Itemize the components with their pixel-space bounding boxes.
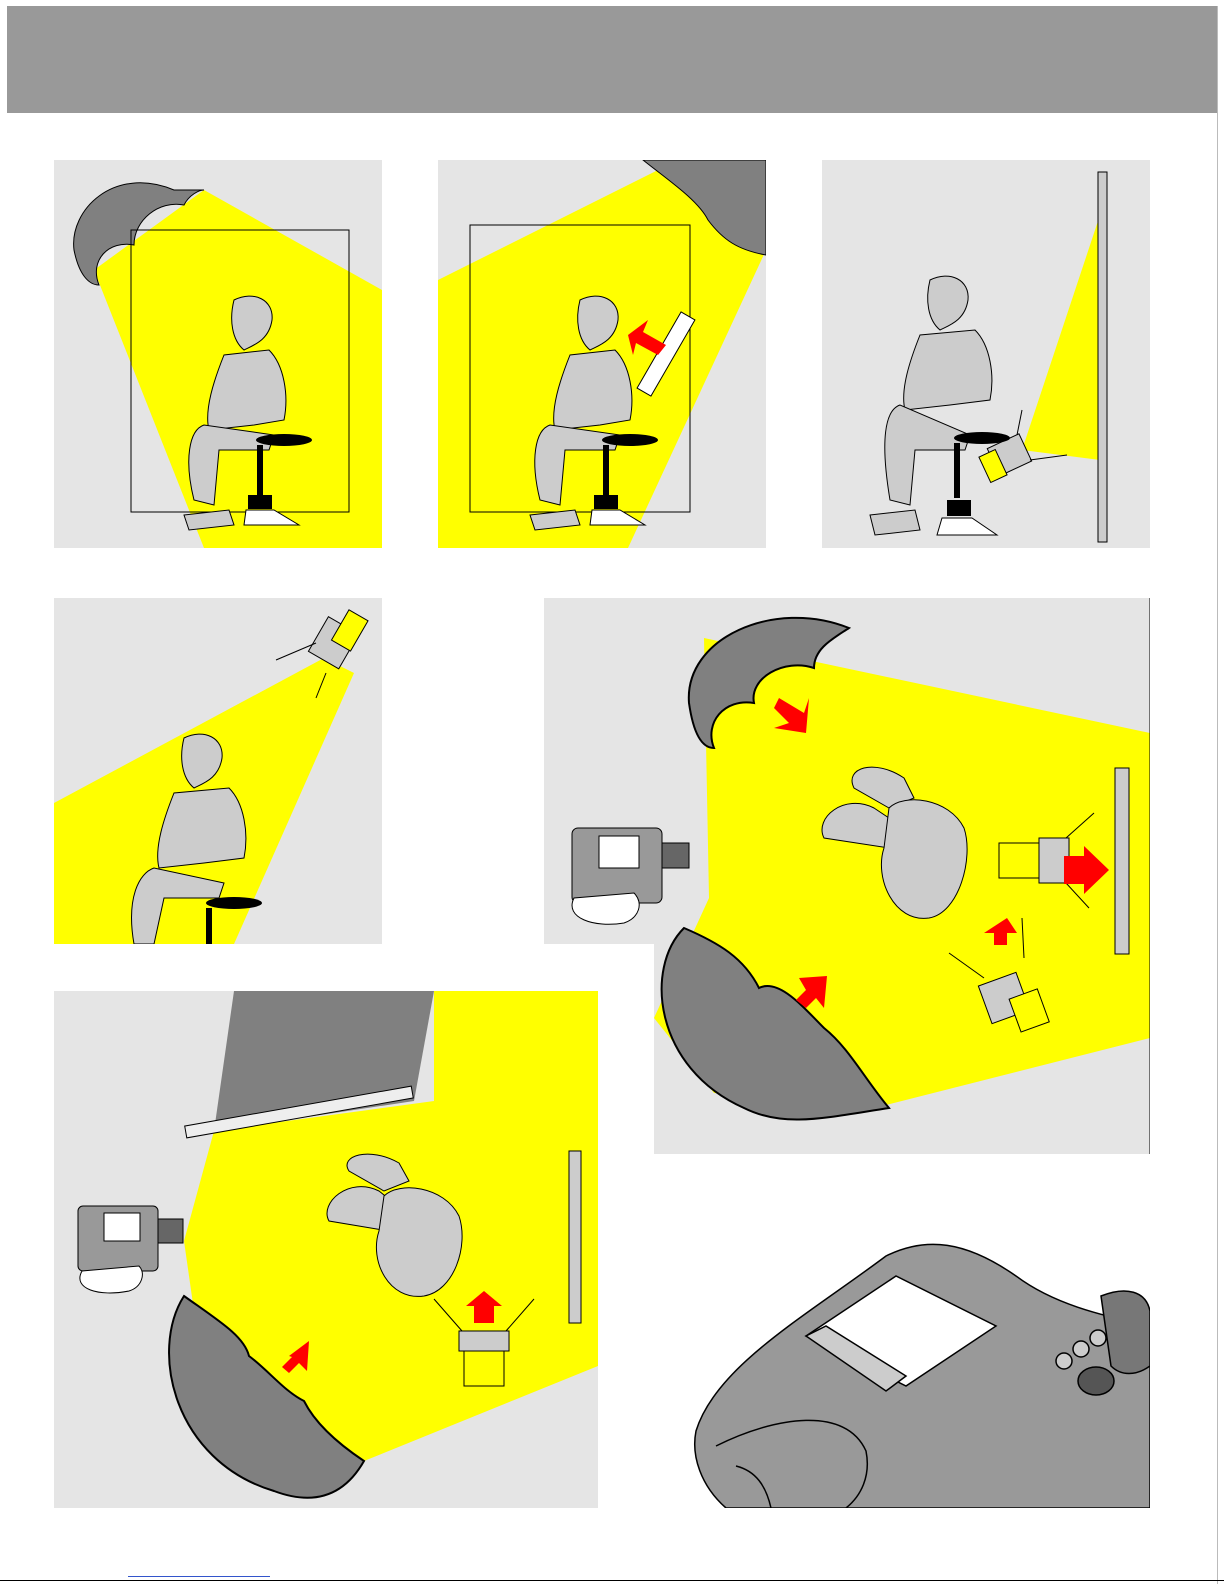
panel-umbrella-reflector [438,160,766,548]
panel-umbrella-front [54,160,382,548]
panel-camera-closeup [656,1216,1150,1508]
camera-icon [572,828,689,924]
panel-umbrella-reflector-illustration [438,160,766,548]
panel-top-view-reflector [54,991,598,1508]
panel-background-light [822,160,1150,548]
panel-background-light-illustration [822,160,1150,548]
header-band [7,6,1217,113]
panel-umbrella-front-illustration [54,160,382,548]
panel-top-view-reflector-illustration [54,991,598,1508]
footer-rule [0,1580,1224,1581]
camera-icon [78,1206,183,1293]
panel-hair-light-illustration [54,598,382,944]
panel-top-view-two-umbrellas-illustration [544,598,1150,1154]
panel-hair-light [54,598,382,944]
right-margin-rule [1217,6,1218,1584]
backdrop-icon [1098,172,1107,542]
footer-link-underline [128,1576,270,1577]
person-on-stool-icon [870,276,992,535]
panel-camera-closeup-illustration [656,1216,1150,1508]
backdrop-icon [1115,768,1129,954]
panel-top-view-two-umbrellas [544,598,1150,1154]
backdrop-icon [569,1151,581,1323]
